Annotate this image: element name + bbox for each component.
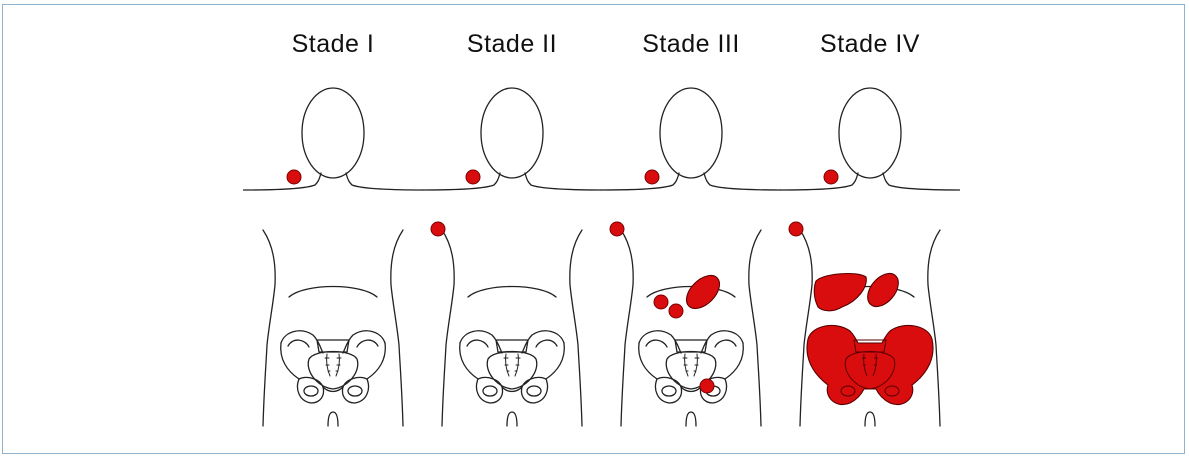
inguinal-lymph-node [700,379,714,393]
spleen-organ [680,269,725,314]
stage-4-figure: Stade IV [780,5,960,455]
stage-1-body-outline [243,5,423,455]
axillary-lymph-node [431,222,445,236]
cervical-lymph-node [824,170,838,184]
stage-4-body-outline [780,5,960,455]
axillary-lymph-node [610,222,624,236]
diagram-frame: Stade I Stade II Stade III [2,4,1185,454]
stage-2-figure: Stade II [422,5,602,455]
cervical-lymph-node [287,170,301,184]
cervical-lymph-node [466,170,480,184]
stage-2-body-outline [422,5,602,455]
pelvic-bone-involvement [807,325,933,404]
axillary-lymph-node [789,222,803,236]
liver-organ [814,274,866,311]
abdominal-lymph-node [669,304,683,318]
cervical-lymph-node [645,170,659,184]
stage-1-figure: Stade I [243,5,423,455]
stage-3-figure: Stade III [601,5,781,455]
abdominal-lymph-node [654,295,668,309]
stage-3-body-outline [601,5,781,455]
